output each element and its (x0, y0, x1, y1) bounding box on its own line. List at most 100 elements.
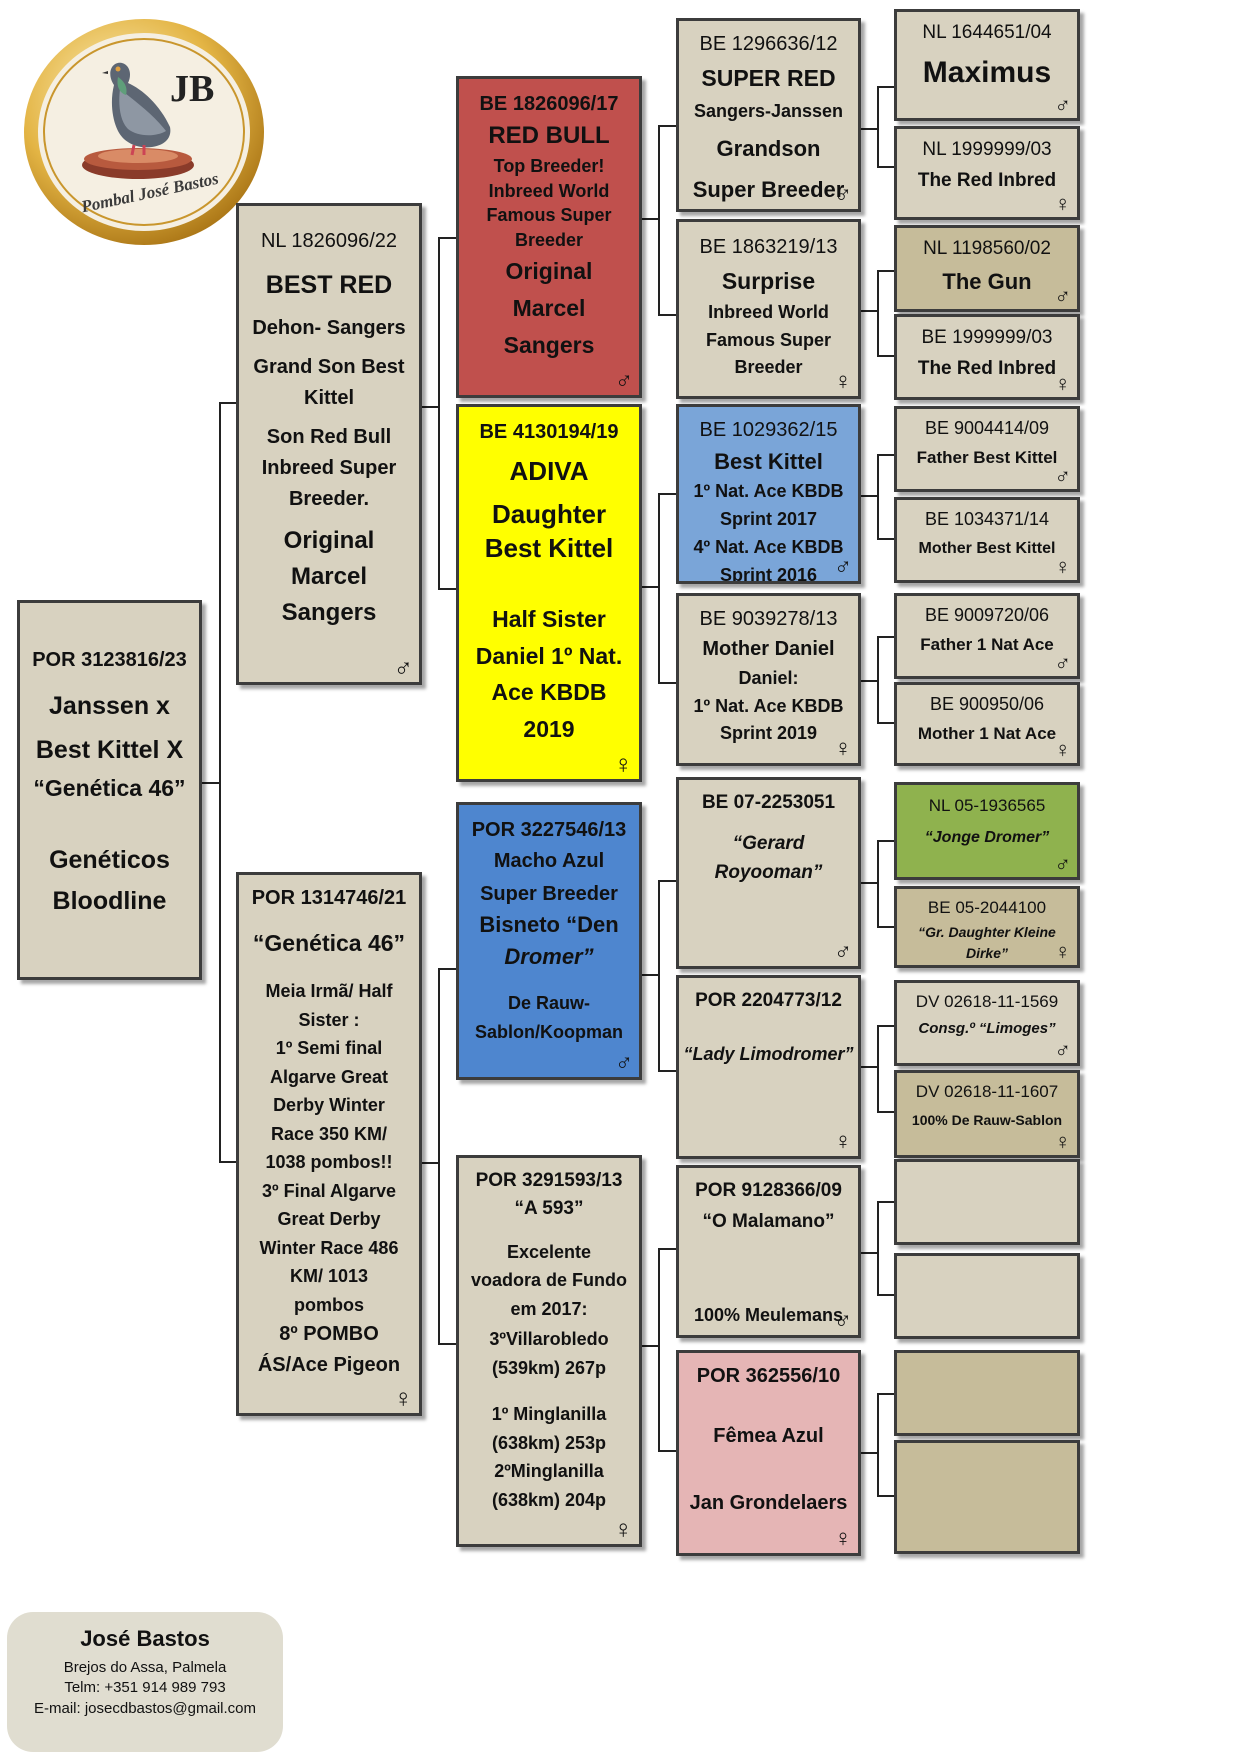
gp-line: 3ºVillarobledo (489, 1329, 609, 1350)
subject-line: Janssen x (49, 692, 170, 721)
female-icon: ♀ (1054, 737, 1072, 762)
great-great-grandparent-box[interactable] (894, 1350, 1080, 1436)
connector-line (422, 406, 438, 408)
pigeon-detail: Daniel: (738, 667, 799, 688)
ring-number: POR 2204773/12 (695, 990, 842, 1011)
sire-ring: NL 1826096/22 (260, 230, 398, 252)
subject-line: Best Kittel X (35, 735, 184, 764)
logo: JB Pombal José Bastos (20, 15, 268, 250)
sire-box[interactable]: NL 1826096/22 BEST RED Dehon- Sangers Gr… (236, 203, 422, 685)
great-great-grandparent-box[interactable] (894, 1253, 1080, 1339)
dam-line: 1038 pombos!! (265, 1152, 393, 1173)
female-icon: ♀ (1054, 939, 1072, 964)
ring-number: NL 1999999/03 (922, 139, 1052, 160)
great-grandparent-box[interactable]: POR 2204773/12“Lady Limodromer”♀ (676, 975, 861, 1159)
great-great-grandparent-box[interactable] (894, 1440, 1080, 1554)
male-icon: ♂ (615, 1049, 633, 1076)
gp-line: Breeder (514, 229, 584, 250)
gp-ring: BE 4130194/19 (479, 421, 619, 443)
dam-line: 3º Final Algarve (262, 1180, 396, 1201)
gp-line: Best Kittel (484, 533, 614, 564)
connector-bracket (658, 125, 676, 316)
gp-line: Super Breeder (480, 883, 618, 906)
dam-line: KM/ 1013 (289, 1266, 369, 1287)
ring-number: DV 02618-11-1607 (915, 1082, 1059, 1101)
connector-bracket (658, 880, 676, 1072)
great-great-grandparent-box[interactable]: DV 02618-11-1607 100% De Rauw-Sablon♀ (894, 1070, 1080, 1158)
grandsire-dam-box[interactable]: POR 3227546/13 Macho Azul Super Breeder … (456, 802, 642, 1080)
great-great-grandparent-box[interactable] (894, 1159, 1080, 1245)
female-icon: ♀ (834, 368, 852, 395)
pigeon-detail: 100% Meulemans (693, 1305, 844, 1326)
male-icon: ♂ (615, 367, 633, 394)
ring-number: BE 1863219/13 (699, 236, 838, 258)
gp-line: Original (505, 258, 593, 285)
pigeon-detail: 1º Nat. Ace KBDB (693, 695, 844, 716)
sire-line: Son Red Bull (266, 425, 392, 448)
connector-line (861, 882, 877, 884)
pigeon-detail: Surprise (721, 268, 816, 295)
female-icon: ♀ (613, 1514, 634, 1544)
granddam-dam-box[interactable]: POR 3291593/13 “A 593” Excelente voadora… (456, 1155, 642, 1547)
gp-line: Dromer” (504, 943, 594, 969)
gp-line: Daughter (491, 498, 607, 529)
pigeon-logo-icon (24, 19, 264, 245)
gp-line: Daniel 1º Nat. (475, 642, 623, 669)
sire-line: Marcel (290, 562, 368, 590)
sire-line: BEST RED (265, 271, 393, 300)
great-grandparent-box[interactable]: POR 9128366/09“O Malamano”100% Meulemans… (676, 1165, 861, 1338)
connector-bracket (877, 1201, 894, 1296)
pigeon-detail: Sprint 2019 (719, 723, 818, 744)
connector-line (642, 1345, 658, 1347)
gp-line: Marcel (512, 295, 586, 322)
pigeon-detail: Father Best Kittel (916, 447, 1058, 467)
gp-line: Sablon/Koopman (475, 1021, 623, 1042)
ring-number: POR 9128366/09 (695, 1180, 842, 1201)
sire-line: Original (283, 526, 375, 554)
male-icon: ♂ (1054, 283, 1072, 308)
granddam-sire-box[interactable]: BE 4130194/19 ADIVA Daughter Best Kittel… (456, 404, 642, 782)
great-great-grandparent-box[interactable]: NL 05-1936565“Jonge Dromer”♂ (894, 782, 1080, 880)
female-icon: ♀ (1054, 1129, 1072, 1154)
gp-line: 2ºMinglanilla (494, 1461, 604, 1482)
pigeon-detail: Grandson (716, 135, 821, 161)
gp-line: Sangers (503, 331, 595, 358)
dam-box[interactable]: POR 1314746/21 “Genética 46” Meia Irmã/ … (236, 872, 422, 1416)
subject-box[interactable]: POR 3123816/23 Janssen x Best Kittel X “… (17, 600, 202, 980)
female-icon: ♀ (1054, 554, 1072, 579)
gp-line: RED BULL (488, 122, 610, 150)
gp-line: em 2017: (510, 1298, 588, 1319)
connector-line (202, 782, 219, 784)
grandsire-sire-box[interactable]: BE 1826096/17 RED BULL Top Breeder! Inbr… (456, 76, 642, 398)
contact-email[interactable]: E-mail: josecdbastos@gmail.com (34, 1699, 256, 1717)
ring-number: BE 05-2044100 (927, 898, 1047, 917)
ring-number: NL 05-1936565 (928, 796, 1046, 815)
contact-card: José Bastos Brejos do Assa, Palmela Telm… (7, 1612, 283, 1752)
pigeon-detail: 100% De Rauw-Sablon (911, 1112, 1063, 1129)
gp-ring: POR 3227546/13 (471, 819, 627, 841)
pigeon-detail: Sprint 2016 (719, 564, 818, 584)
pigeon-detail: Father 1 Nat Ace (920, 634, 1054, 654)
gp-line: (638km) 253p (491, 1432, 607, 1453)
connector-line (861, 128, 877, 130)
pigeon-detail: Jan Grondelaers (689, 1491, 848, 1514)
connector-bracket (877, 636, 894, 724)
male-icon: ♂ (1054, 650, 1072, 675)
connector-line (861, 680, 877, 682)
